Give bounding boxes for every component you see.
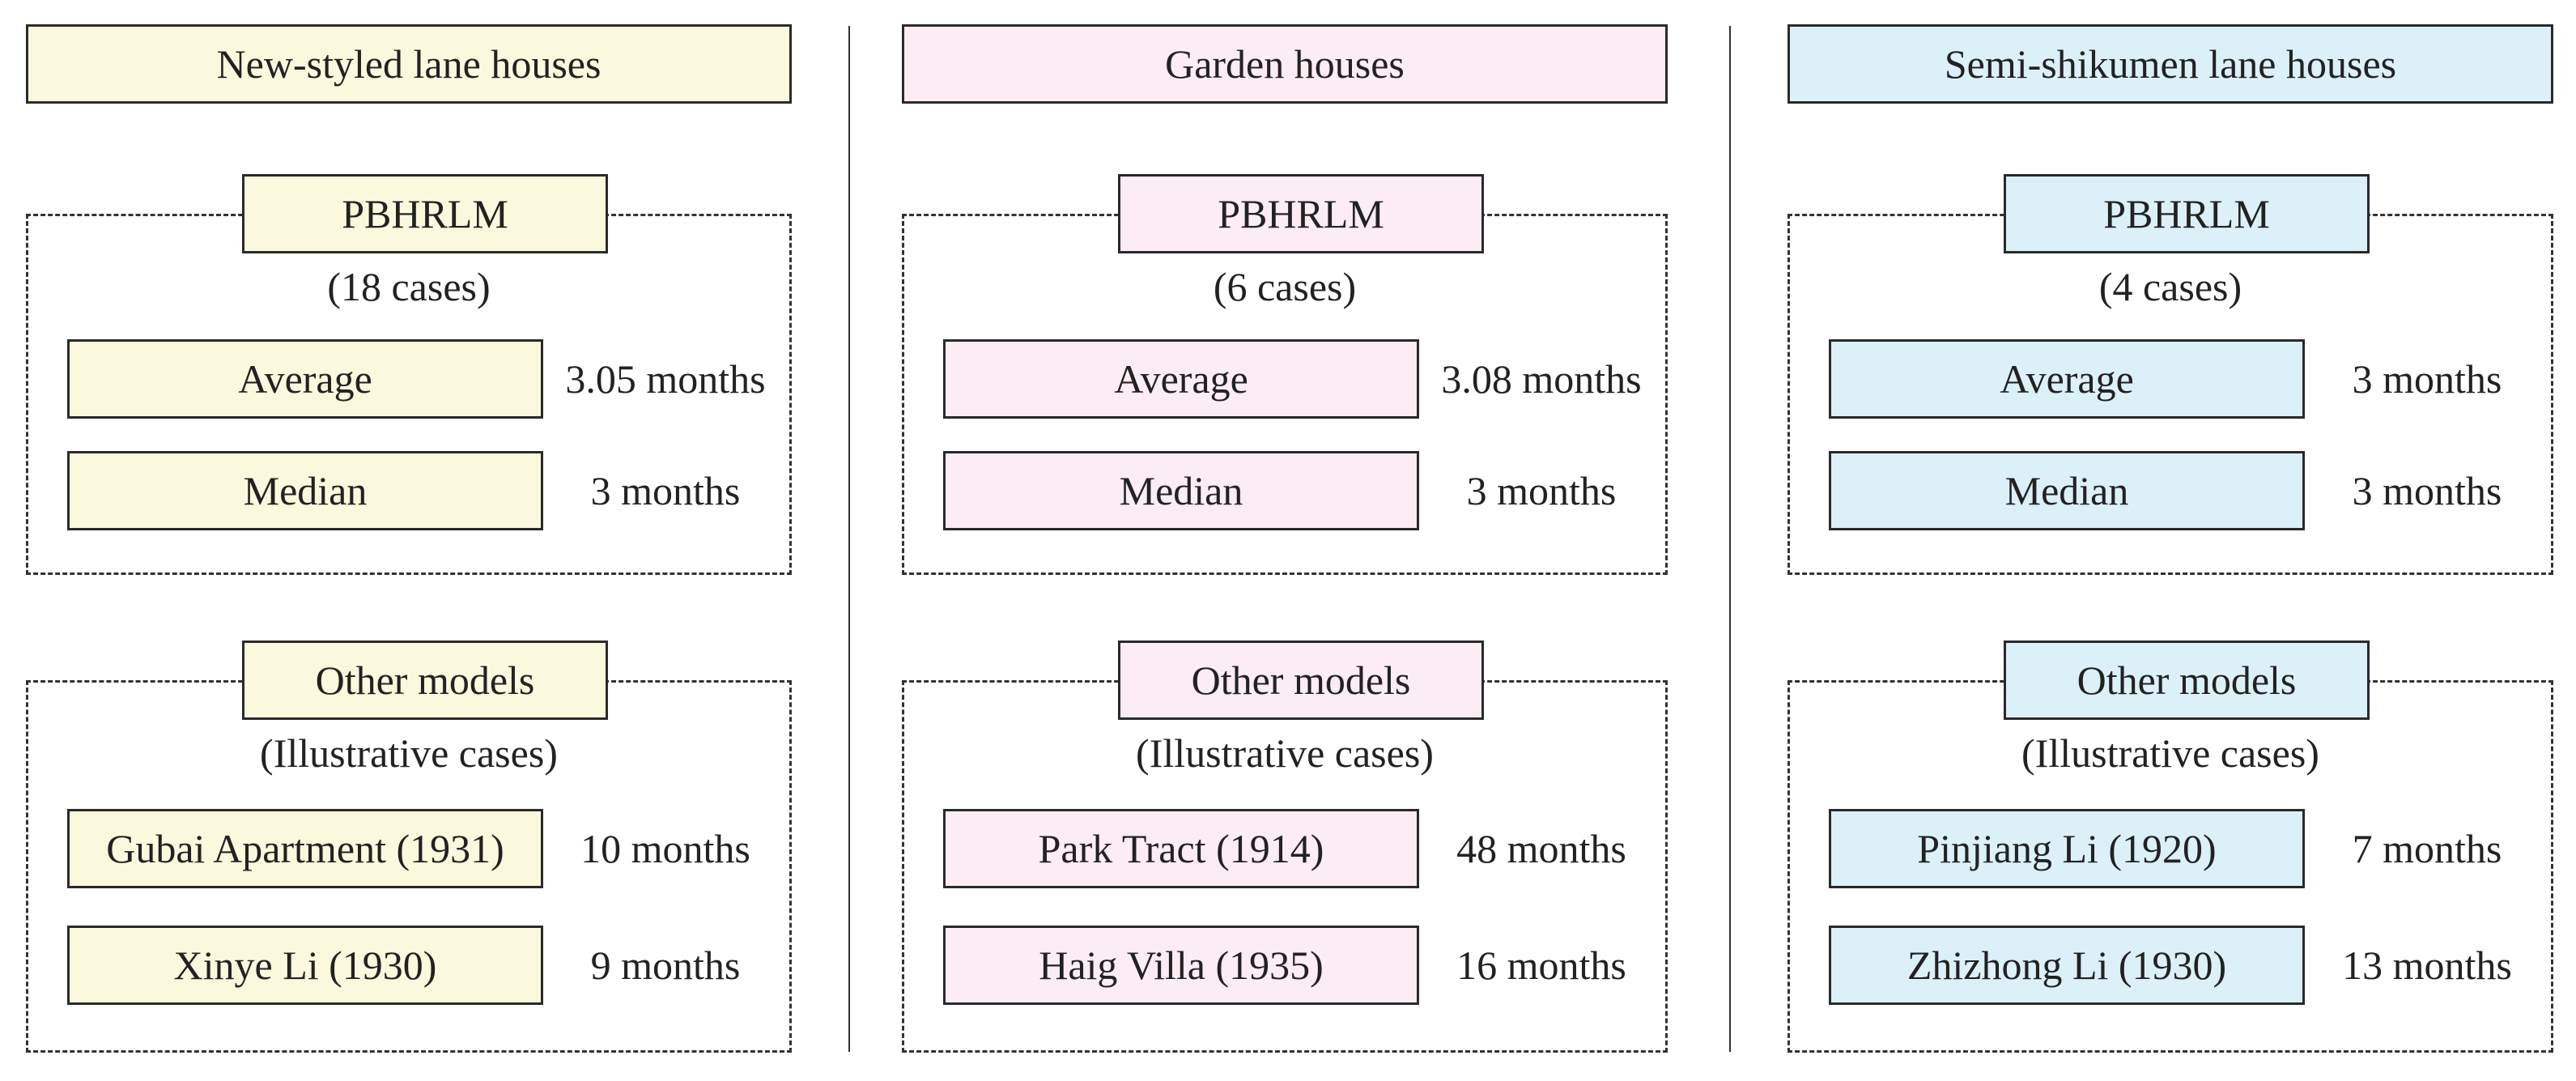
case-label: Gubai Apartment (1931) xyxy=(67,809,543,888)
other-models-group: Other models (Illustrative cases) Pinjia… xyxy=(1787,641,2553,1053)
group-title: Other models xyxy=(242,641,608,720)
stat-row: Median 3 months xyxy=(943,451,1666,530)
group-title: Other models xyxy=(1118,641,1484,720)
column-header: Semi-shikumen lane houses xyxy=(1787,24,2553,104)
stat-value: 3 months xyxy=(1466,468,1617,513)
stat-row: Average 3 months xyxy=(1829,339,2552,419)
group-title: PBHRLM xyxy=(242,174,608,253)
stat-label: Average xyxy=(943,339,1419,419)
group-case-note: (Illustrative cases) xyxy=(2021,730,2319,776)
other-models-group: Other models (Illustrative cases) Gubai … xyxy=(26,641,792,1053)
stat-value: 3 months xyxy=(590,468,741,513)
column-header: Garden houses xyxy=(902,24,1668,104)
stat-label: Average xyxy=(67,339,543,419)
case-row: Park Tract (1914) 48 months xyxy=(943,809,1666,888)
case-value: 48 months xyxy=(1456,826,1626,871)
group-case-count: (6 cases) xyxy=(1213,264,1357,309)
stat-value: 3.08 months xyxy=(1441,356,1642,402)
case-label: Haig Villa (1935) xyxy=(943,926,1419,1005)
column-divider xyxy=(848,26,850,1052)
group-case-note: (Illustrative cases) xyxy=(260,730,558,776)
pbhrlm-group: PBHRLM (18 cases) Average 3.05 months Me… xyxy=(26,174,792,575)
group-case-count: (4 cases) xyxy=(2098,264,2242,309)
case-row: Haig Villa (1935) 16 months xyxy=(943,926,1666,1005)
case-label: Zhizhong Li (1930) xyxy=(1829,926,2305,1005)
stat-label: Median xyxy=(943,451,1419,530)
stat-value: 3.05 months xyxy=(565,356,766,402)
case-value: 10 months xyxy=(580,826,750,871)
group-case-count: (18 cases) xyxy=(327,264,491,309)
stat-label: Median xyxy=(67,451,543,530)
case-value: 7 months xyxy=(2352,826,2502,871)
stat-row: Median 3 months xyxy=(1829,451,2552,530)
case-label: Xinye Li (1930) xyxy=(67,926,543,1005)
case-label: Park Tract (1914) xyxy=(943,809,1419,888)
group-case-note: (Illustrative cases) xyxy=(1136,730,1434,776)
stat-value: 3 months xyxy=(2352,356,2502,402)
case-row: Xinye Li (1930) 9 months xyxy=(67,926,790,1005)
case-value: 9 months xyxy=(590,943,741,988)
group-title: PBHRLM xyxy=(2004,174,2370,253)
stat-value: 3 months xyxy=(2352,468,2502,513)
other-models-group: Other models (Illustrative cases) Park T… xyxy=(902,641,1668,1053)
pbhrlm-group: PBHRLM (6 cases) Average 3.08 months Med… xyxy=(902,174,1668,575)
column-header: New-styled lane houses xyxy=(26,24,792,104)
case-value: 16 months xyxy=(1456,943,1626,988)
stat-row: Average 3.05 months xyxy=(67,339,790,419)
stat-label: Average xyxy=(1829,339,2305,419)
case-value: 13 months xyxy=(2342,943,2512,988)
stat-row: Median 3 months xyxy=(67,451,790,530)
case-row: Pinjiang Li (1920) 7 months xyxy=(1829,809,2552,888)
case-label: Pinjiang Li (1920) xyxy=(1829,809,2305,888)
stat-label: Median xyxy=(1829,451,2305,530)
column-divider xyxy=(1729,26,1731,1052)
case-row: Zhizhong Li (1930) 13 months xyxy=(1829,926,2552,1005)
pbhrlm-group: PBHRLM (4 cases) Average 3 months Median… xyxy=(1787,174,2553,575)
group-title: Other models xyxy=(2004,641,2370,720)
stat-row: Average 3.08 months xyxy=(943,339,1666,419)
group-title: PBHRLM xyxy=(1118,174,1484,253)
case-row: Gubai Apartment (1931) 10 months xyxy=(67,809,790,888)
